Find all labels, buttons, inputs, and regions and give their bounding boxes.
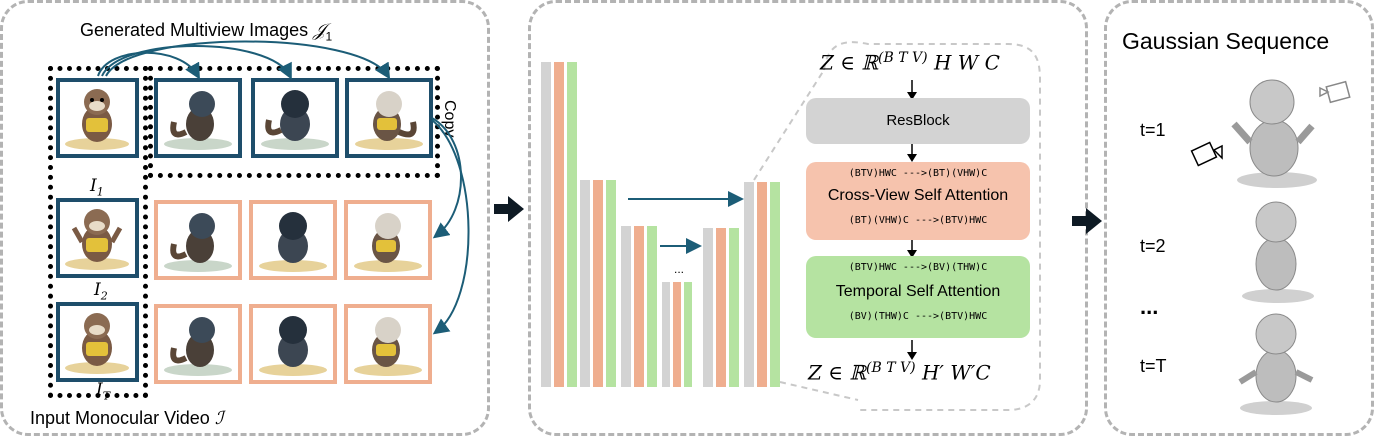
otter-icon bbox=[65, 209, 129, 270]
gaussian-panel bbox=[1104, 0, 1374, 436]
gaussian-render-2 bbox=[1242, 201, 1314, 303]
generated-view-3 bbox=[251, 78, 339, 158]
attention-arrows bbox=[97, 40, 470, 335]
row-label-1: I1 bbox=[90, 176, 104, 199]
copied-view-2-3 bbox=[344, 200, 432, 280]
generated-view-4 bbox=[345, 78, 433, 158]
unet-ellipsis: ... bbox=[674, 262, 685, 276]
copied-view-t-3 bbox=[344, 304, 432, 384]
row-label-t: IT bbox=[96, 380, 111, 403]
skip-connections bbox=[628, 41, 1041, 411]
copied-view-t-1 bbox=[154, 304, 242, 384]
otter-icon bbox=[261, 90, 329, 150]
down-arrow-icon bbox=[907, 80, 917, 100]
resblock: ResBlock bbox=[806, 98, 1030, 144]
input-frame-1 bbox=[56, 78, 139, 158]
down-arrow-icon bbox=[907, 240, 917, 258]
camera-icon bbox=[1319, 80, 1351, 104]
otter-icon bbox=[259, 316, 327, 376]
otter-icon bbox=[164, 213, 232, 272]
gaussian-title: Gaussian Sequence bbox=[1122, 28, 1330, 54]
timestep-label-t: t=T bbox=[1140, 356, 1167, 376]
otter-icon bbox=[65, 89, 129, 150]
down-arrow-icon bbox=[907, 340, 917, 360]
tensor-shape-output: Z ∈ ℝ(B T V) H′ W′C bbox=[808, 360, 991, 385]
camera-icon bbox=[1190, 141, 1223, 167]
copied-view-2-2 bbox=[249, 200, 337, 280]
gaussian-render-1 bbox=[1231, 79, 1317, 188]
row-label-2: I2 bbox=[94, 280, 108, 303]
copied-view-t-2 bbox=[249, 304, 337, 384]
input-video-label: Input Monocular Video ℐ bbox=[30, 408, 224, 429]
otter-icon bbox=[355, 91, 423, 150]
down-arrow-icon bbox=[907, 144, 917, 162]
timestep-ellipsis: ... bbox=[1140, 294, 1159, 319]
otter-icon bbox=[164, 317, 232, 376]
otter-icon bbox=[65, 313, 129, 374]
otter-icon bbox=[354, 317, 422, 376]
input-frame-2 bbox=[56, 198, 139, 278]
otter-icon bbox=[354, 213, 422, 272]
cross-view-attention-block: (BTV)HWC --->(BT)(VHW)C Cross-View Self … bbox=[806, 162, 1030, 240]
multiview-panel bbox=[0, 0, 490, 436]
tensor-shape-input: Z ∈ ℝ(B T V) H W C bbox=[820, 50, 1000, 75]
otter-icon bbox=[164, 91, 232, 150]
otter-icon bbox=[259, 212, 327, 272]
temporal-attention-block: (BTV)HWC --->(BV)(THW)C Temporal Self At… bbox=[806, 256, 1030, 338]
arrow-right-icon bbox=[1072, 208, 1102, 234]
timestep-label-1: t=1 bbox=[1140, 120, 1166, 140]
copied-view-2-1 bbox=[154, 200, 242, 280]
gaussian-render-t bbox=[1238, 313, 1314, 415]
timestep-label-2: t=2 bbox=[1140, 236, 1166, 256]
arrow-right-icon bbox=[494, 196, 524, 222]
multiview-title: Generated Multiview Images 𝒥1 bbox=[80, 20, 333, 44]
generated-view-2 bbox=[154, 78, 242, 158]
input-frame-t bbox=[56, 302, 139, 382]
first-frame-group bbox=[48, 66, 148, 398]
